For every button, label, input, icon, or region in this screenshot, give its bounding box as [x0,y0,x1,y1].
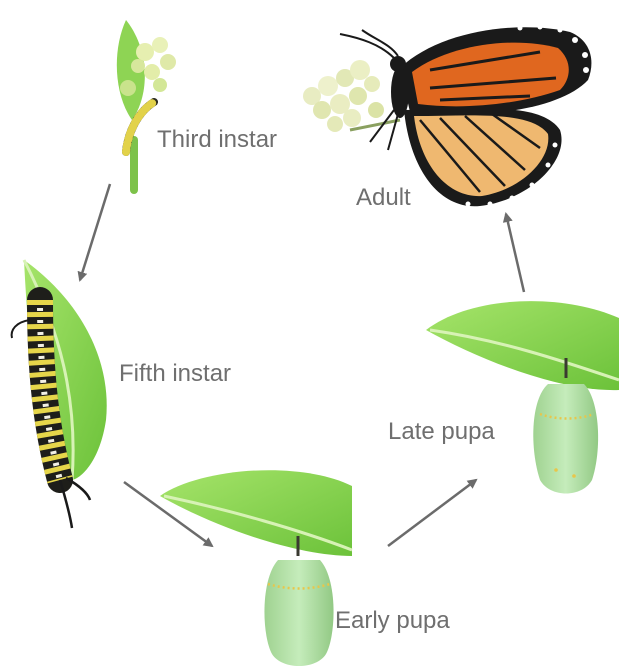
fifth-instar-label: Fifth instar [119,360,232,387]
third-instar-image [116,20,176,194]
adult-image [303,24,592,207]
third-instar-label: Third instar [157,126,278,153]
arrow-early-to-late [387,478,478,547]
cycle-arrows [77,183,526,548]
arrow-third-to-fifth [77,183,112,282]
fifth-instar-image [10,259,107,529]
early-pupa-label: Early pupa [335,607,450,634]
arrow-late-to-adult [502,212,526,293]
adult-label: Adult [356,184,411,211]
late-pupa-image [426,301,619,494]
milkweed-flowers [303,60,401,132]
late-pupa-label: Late pupa [388,418,495,445]
early-pupa-image [160,470,353,666]
arrow-fifth-to-early [123,480,214,548]
